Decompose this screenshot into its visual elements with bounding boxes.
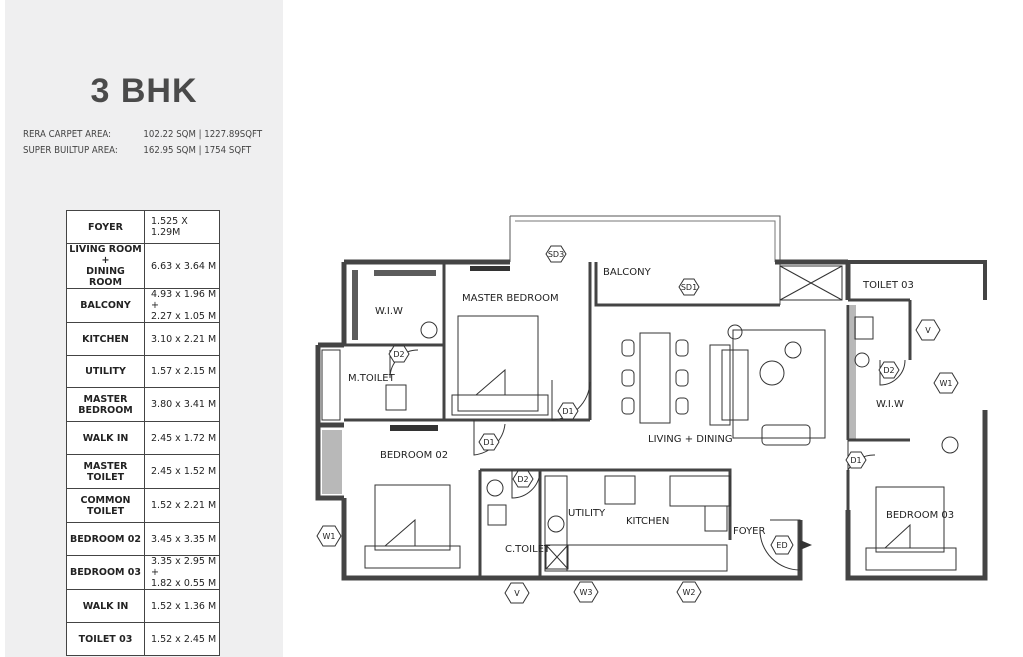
room-size: 1.525 X 1.29M [144,210,220,244]
svg-text:W1: W1 [940,379,953,388]
label-foyer: FOYER [733,526,766,537]
svg-text:V: V [514,589,520,598]
tag-w1-right: W1 [933,372,959,394]
label-bedroom-02: BEDROOM 02 [380,450,448,461]
svg-text:W1: W1 [323,532,336,541]
label-living-dining: LIVING + DINING [648,434,733,445]
svg-text:W3: W3 [580,588,593,597]
svg-text:W2: W2 [683,588,696,597]
label-bedroom-03: BEDROOM 03 [886,510,954,521]
room-size: 1.52 x 2.45 M [144,622,220,656]
tag-d1-bedroom02: D1 [478,433,500,451]
room-name: UTILITY [66,355,145,388]
svg-text:D2: D2 [393,350,404,359]
svg-text:D2: D2 [883,366,894,375]
tag-sd1: SD1 [678,278,700,296]
super-builtup-area-value: 162.95 SQM | 1754 SQFT [143,145,252,156]
label-toilet-03: TOILET 03 [862,280,914,291]
rera-carpet-area-label: RERA CARPET AREA: [23,129,112,140]
tag-w1-left: W1 [316,525,342,547]
label-c-toilet: C.TOILET [505,544,551,555]
svg-text:D1: D1 [483,438,494,447]
label-wiw-1: W.I.W [375,306,403,317]
label-m-toilet: M.TOILET [348,373,396,384]
svg-text:ED: ED [776,541,787,550]
room-size: 6.63 x 3.64 M [144,243,220,289]
label-master-bedroom: MASTER BEDROOM [462,293,559,304]
svg-text:V: V [925,326,931,335]
room-name: MASTER BEDROOM [66,387,145,422]
svg-text:D2: D2 [517,475,528,484]
super-builtup-area: SUPER BUILTUP AREA: 162.95 SQM | 1754 SQF… [23,145,251,156]
tag-v-right: V [915,319,941,341]
label-balcony: BALCONY [603,267,652,278]
tag-d2-mtoilet: D2 [388,345,410,363]
tag-w3: W3 [573,581,599,603]
tag-d2-toilet03: D2 [878,361,900,379]
rera-carpet-area: RERA CARPET AREA: 102.22 SQM | 1227.89SQF… [23,129,262,140]
unit-type-title: 3 BHK [90,72,198,110]
room-name: WALK IN [66,589,145,623]
label-wiw-2: W.I.W [876,399,904,410]
room-size: 4.93 x 1.96 M + 2.27 x 1.05 M [144,288,220,323]
tag-v-bottom: V [504,582,530,604]
svg-text:D1: D1 [850,456,861,465]
room-name: TOILET 03 [66,622,145,656]
label-utility: UTILITY [568,508,606,519]
room-size: 1.52 x 2.21 M [144,488,220,523]
svg-text:SD3: SD3 [548,250,564,259]
room-size: 2.45 x 1.72 M [144,421,220,455]
svg-text:D1: D1 [562,407,573,416]
room-name: WALK IN [66,421,145,455]
super-builtup-area-label: SUPER BUILTUP AREA: [23,145,118,156]
tag-d1-bedroom03: D1 [845,451,867,469]
room-name: LIVING ROOM + DINING ROOM [66,243,145,289]
room-size: 3.45 x 3.35 M [144,522,220,556]
room-name: BALCONY [66,288,145,323]
tag-ed: ED [770,535,794,555]
tag-d1-master: D1 [557,402,579,420]
rera-carpet-area-value: 102.22 SQM | 1227.89SQFT [143,129,263,140]
tag-d2-ctoilet: D2 [512,470,534,488]
room-name: BEDROOM 03 [66,555,145,590]
tag-sd3: SD3 [545,245,567,263]
room-size: 1.52 x 1.36 M [144,589,220,623]
label-kitchen: KITCHEN [626,516,669,527]
tag-w2: W2 [676,581,702,603]
svg-text:SD1: SD1 [681,283,697,292]
room-size: 3.35 x 2.95 M + 1.82 x 0.55 M [144,555,220,590]
room-size: 3.80 x 3.41 M [144,387,220,422]
room-name: MASTER TOILET [66,454,145,489]
